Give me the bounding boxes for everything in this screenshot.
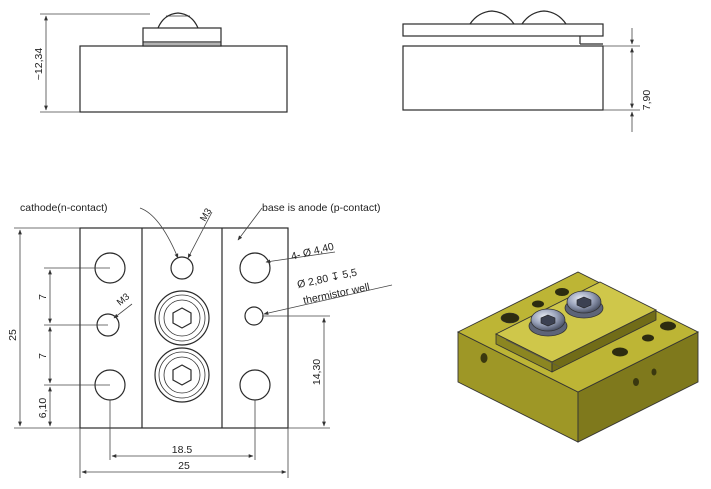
dim-hole-span-text: 18.5 xyxy=(172,444,193,456)
dim-base-height: 7,90 xyxy=(603,28,653,132)
anode-label: base is anode (p-contact) xyxy=(262,202,380,214)
mount-hole-top-right xyxy=(239,252,271,284)
dim-height-total-text: ~12,34 xyxy=(33,48,45,81)
dim-thermistor-height-text: 14,30 xyxy=(311,359,323,385)
isometric-view xyxy=(456,271,700,443)
side-view xyxy=(402,10,604,111)
dim-total-height: ~12,34 xyxy=(33,13,150,113)
dim-hole-span: 18.5 xyxy=(109,400,256,460)
iso-screw-left xyxy=(528,308,568,337)
screw-bottom-plan xyxy=(154,347,210,403)
dim-bottom-offset-text: 6,10 xyxy=(37,398,49,419)
screw-top-plan xyxy=(154,290,210,346)
m3-top-label: M3 xyxy=(198,207,214,224)
dim-hole-pitch: 7 7 6,10 xyxy=(37,267,110,427)
hole-4x-label: 4- Ø 4,40 xyxy=(290,241,336,263)
dim-height-overall-text: 25 xyxy=(7,329,19,341)
dim-overall-width: 25 xyxy=(79,428,289,478)
cathode-label: cathode(n-contact) xyxy=(20,202,108,214)
mount-hole-bottom-right xyxy=(239,369,271,401)
dim-overall-height: 25 xyxy=(7,227,80,429)
dim-pitch-upper-text: 7 xyxy=(37,294,49,300)
top-view xyxy=(79,227,289,429)
front-view xyxy=(79,12,288,113)
iso-plate-side xyxy=(551,309,657,373)
dim-pitch-lower-text: 7 xyxy=(37,353,49,359)
dim-width-overall-text: 25 xyxy=(178,460,190,472)
thermistor-well xyxy=(244,306,264,326)
iso-screw-right xyxy=(564,290,604,319)
dim-thermistor-height: 14,30 xyxy=(262,315,330,429)
callouts: cathode(n-contact) base is anode (p-cont… xyxy=(20,202,393,319)
dim-height-base-text: 7,90 xyxy=(641,90,653,111)
m3-hole-center xyxy=(170,256,194,280)
